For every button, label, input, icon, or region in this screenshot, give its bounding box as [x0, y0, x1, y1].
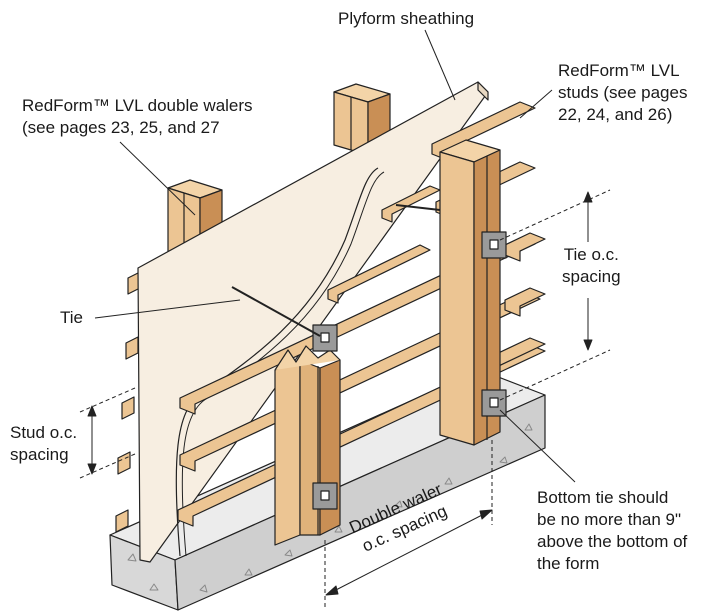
leader-bottom-tie [499, 409, 576, 483]
dimension-tie-spacing [499, 189, 611, 401]
front-waler-right [439, 139, 507, 446]
tie-plate-slot [320, 490, 330, 501]
leader-plyform [424, 29, 456, 101]
tie-rod [231, 286, 321, 337]
tie-plate-slot [489, 239, 499, 250]
dim-line [331, 512, 487, 593]
dim-arrow [87, 405, 97, 417]
dim-arrow [325, 585, 339, 596]
plyform-sheathing-label: Plyform sheathing [338, 9, 475, 28]
sheathing-edge [477, 81, 489, 101]
front-waler-left-face [274, 359, 301, 546]
cut-stud [381, 185, 441, 223]
tie-spacing-label: Tie o.c. spacing [562, 245, 621, 286]
stud-end [125, 336, 139, 360]
cut-stud-ends [327, 185, 441, 304]
tie-plate-group [312, 482, 338, 510]
dim-arrow [479, 509, 493, 520]
tie-plate-group [312, 324, 338, 352]
stud-end [121, 396, 135, 420]
stud-spacing-label: Stud o.c. spacing [10, 423, 78, 464]
tie-plate-group [481, 389, 507, 417]
stud-board [504, 287, 546, 317]
front-waler-right-face [439, 151, 475, 446]
dim-ext [499, 189, 611, 241]
lvl-studs-label: RedForm™ LVL studs (see pages 22, 24, an… [558, 61, 688, 124]
footing-side [174, 394, 546, 611]
dimension-waler-spacing [324, 440, 493, 610]
front-waler-left [274, 324, 341, 546]
dim-ext [79, 453, 136, 479]
dim-arrow [87, 463, 97, 475]
lvl-double-walers-label: RedForm™ LVL double walers (see pages 23… [22, 96, 253, 137]
tie-plate-slot [320, 332, 330, 343]
dim-ext [79, 387, 136, 413]
dim-arrow [583, 191, 593, 203]
bottom-tie-note: Bottom tie should be no more than 9" abo… [537, 488, 688, 573]
stud-ends-left [115, 271, 141, 533]
sheathing-cutaway [175, 167, 379, 557]
leader-walers [119, 141, 196, 216]
leader-lines [94, 29, 576, 483]
dim-ext [499, 349, 611, 401]
tie-plate-group [481, 231, 507, 259]
dimension-stud-spacing [79, 387, 136, 479]
cut-stud [327, 244, 431, 304]
stud-board [504, 232, 546, 262]
concrete-aggregate [127, 423, 533, 593]
stud-end [117, 451, 131, 475]
tie-rod-back [395, 204, 441, 211]
dim-arrow [583, 339, 593, 351]
leader-tie [94, 299, 241, 319]
tie-plate-icon [481, 231, 507, 259]
tie-label: Tie [60, 308, 83, 327]
tie-plate-slot [489, 397, 499, 408]
leader-studs [519, 89, 553, 119]
stud-end [115, 509, 129, 533]
